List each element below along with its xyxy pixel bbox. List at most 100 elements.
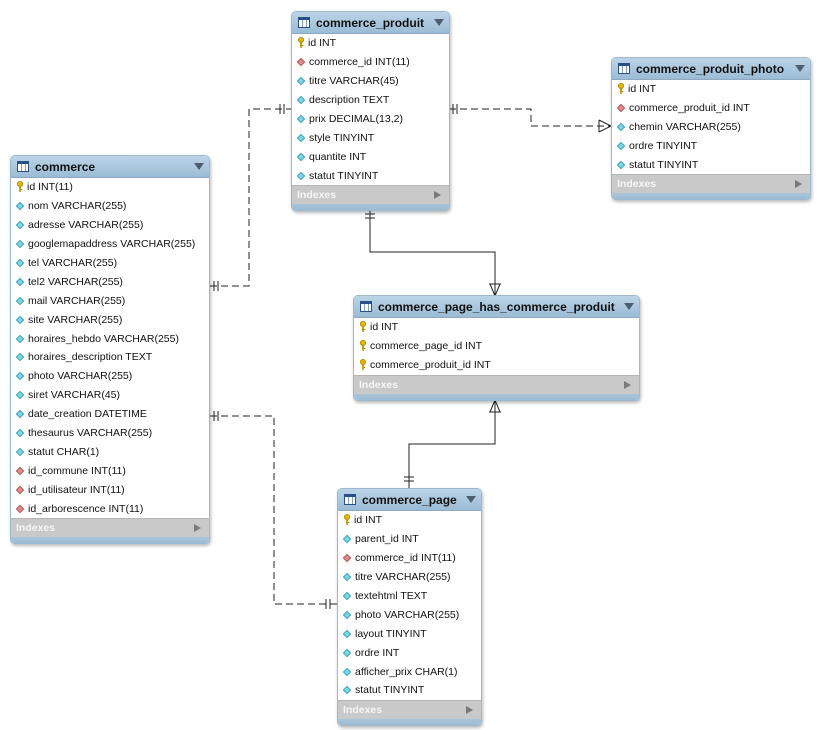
column-row[interactable]: photo VARCHAR(255)	[338, 605, 481, 624]
column-row[interactable]: siret VARCHAR(45)	[11, 386, 209, 405]
table-icon	[618, 63, 630, 74]
expand-triangle-icon[interactable]	[795, 180, 802, 189]
column-row[interactable]: quantite INT	[292, 147, 449, 166]
column-label: thesaurus VARCHAR(255)	[28, 427, 153, 440]
column-row[interactable]: nom VARCHAR(255)	[11, 197, 209, 216]
column-row[interactable]: commerce_page_id INT	[354, 337, 639, 356]
entity-header[interactable]: commerce	[11, 156, 209, 178]
attribute-diamond-icon	[342, 667, 352, 676]
primary-key-icon	[297, 36, 305, 50]
column-row[interactable]: statut CHAR(1)	[11, 442, 209, 461]
column-label: horaires_hebdo VARCHAR(255)	[28, 332, 179, 345]
indexes-label: Indexes	[343, 703, 383, 716]
column-row[interactable]: id_commune INT(11)	[11, 461, 209, 480]
entity-title: commerce_page_has_commerce_produit	[378, 299, 615, 314]
column-row[interactable]: chemin VARCHAR(255)	[612, 118, 810, 137]
entity-title: commerce_produit	[316, 15, 425, 30]
column-row[interactable]: ordre INT	[338, 643, 481, 662]
entity-footer	[292, 204, 449, 211]
column-row[interactable]: id INT(11)	[11, 178, 209, 197]
attribute-diamond-icon	[342, 610, 352, 620]
column-label: commerce_id INT(11)	[309, 56, 410, 69]
column-row[interactable]: horaires_description TEXT	[11, 348, 209, 367]
expand-triangle-icon[interactable]	[194, 524, 201, 533]
column-row[interactable]: site VARCHAR(255)	[11, 310, 209, 329]
entity-header[interactable]: commerce_produit	[292, 12, 449, 34]
attribute-diamond-icon	[15, 428, 25, 438]
column-label: statut TINYINT	[309, 169, 379, 182]
column-label: ordre TINYINT	[629, 140, 698, 153]
column-row[interactable]: googlemapaddress VARCHAR(255)	[11, 235, 209, 254]
attribute-diamond-icon	[15, 390, 25, 400]
collapse-triangle-icon[interactable]	[194, 163, 204, 170]
entity-header[interactable]: commerce_page	[338, 489, 481, 511]
expand-triangle-icon[interactable]	[466, 705, 473, 714]
column-label: layout TINYINT	[355, 627, 427, 640]
column-row[interactable]: statut TINYINT	[612, 156, 810, 175]
entity-commerce-produit[interactable]: commerce_produit id INT commerce_id INT(1…	[291, 11, 450, 212]
entity-commerce-page-has-commerce-produit[interactable]: commerce_page_has_commerce_produit id IN…	[353, 295, 640, 401]
column-row[interactable]: thesaurus VARCHAR(255)	[11, 424, 209, 443]
column-row[interactable]: id INT	[354, 318, 639, 337]
column-row[interactable]: date_creation DATETIME	[11, 405, 209, 424]
indexes-bar[interactable]: Indexes	[354, 374, 639, 394]
column-row[interactable]: commerce_id INT(11)	[338, 549, 481, 568]
expand-triangle-icon[interactable]	[624, 380, 631, 389]
column-row[interactable]: prix DECIMAL(13,2)	[292, 110, 449, 129]
column-label: mail VARCHAR(255)	[28, 294, 126, 307]
indexes-bar[interactable]: Indexes	[612, 174, 810, 194]
column-row[interactable]: afficher_prix CHAR(1)	[338, 662, 481, 681]
expand-triangle-icon[interactable]	[434, 191, 441, 200]
attribute-diamond-icon	[616, 122, 626, 132]
indexes-bar[interactable]: Indexes	[292, 185, 449, 205]
column-row[interactable]: id_utilisateur INT(11)	[11, 480, 209, 499]
column-row[interactable]: statut TINYINT	[292, 166, 449, 185]
column-label: titre VARCHAR(45)	[309, 75, 399, 88]
indexes-bar[interactable]: Indexes	[338, 699, 481, 719]
entity-commerce[interactable]: commerce id INT(11)nom VARCHAR(255)adres…	[10, 155, 210, 545]
column-row[interactable]: adresse VARCHAR(255)	[11, 216, 209, 235]
column-row[interactable]: ordre TINYINT	[612, 137, 810, 156]
entity-header[interactable]: commerce_page_has_commerce_produit	[354, 296, 639, 318]
column-label: textehtml TEXT	[355, 590, 428, 602]
column-row[interactable]: style TINYINT	[292, 128, 449, 147]
column-row[interactable]: textehtml TEXT	[338, 587, 481, 606]
column-row[interactable]: commerce_produit_id INT	[612, 99, 810, 118]
collapse-triangle-icon[interactable]	[466, 496, 476, 503]
column-row[interactable]: commerce_id INT(11)	[292, 53, 449, 72]
entity-header[interactable]: commerce_produit_photo	[612, 58, 810, 80]
column-row[interactable]: horaires_hebdo VARCHAR(255)	[11, 329, 209, 348]
attribute-diamond-icon	[15, 220, 25, 230]
column-row[interactable]: tel2 VARCHAR(255)	[11, 272, 209, 291]
column-row[interactable]: id_arborescence INT(11)	[11, 499, 209, 518]
column-row[interactable]: titre VARCHAR(45)	[292, 72, 449, 91]
column-row[interactable]: mail VARCHAR(255)	[11, 291, 209, 310]
column-row[interactable]: titre VARCHAR(255)	[338, 568, 481, 587]
column-label: commerce_page_id INT	[370, 340, 483, 353]
indexes-label: Indexes	[297, 189, 337, 202]
indexes-bar[interactable]: Indexes	[11, 518, 209, 538]
column-row[interactable]: commerce_produit_id INT	[354, 356, 639, 375]
column-row[interactable]: id INT	[292, 34, 449, 53]
column-row[interactable]: id INT	[338, 511, 481, 530]
column-label: quantite INT	[309, 150, 367, 163]
column-row[interactable]: tel VARCHAR(255)	[11, 254, 209, 273]
attribute-diamond-icon	[342, 535, 352, 544]
column-row[interactable]: description TEXT	[292, 91, 449, 110]
column-row[interactable]: layout TINYINT	[338, 624, 481, 643]
column-row[interactable]: photo VARCHAR(255)	[11, 367, 209, 386]
primary-key-icon	[359, 339, 367, 353]
column-row[interactable]: statut TINYINT	[338, 681, 481, 700]
collapse-triangle-icon[interactable]	[624, 303, 634, 310]
foreign-key-diamond-icon	[616, 104, 626, 113]
collapse-triangle-icon[interactable]	[795, 65, 805, 72]
column-row[interactable]: id INT	[612, 80, 810, 99]
attribute-diamond-icon	[15, 409, 25, 419]
column-label: commerce_produit_id INT	[370, 359, 491, 372]
entity-title: commerce	[35, 159, 96, 174]
indexes-label: Indexes	[16, 522, 56, 535]
collapse-triangle-icon[interactable]	[434, 19, 444, 26]
column-row[interactable]: parent_id INT	[338, 530, 481, 549]
